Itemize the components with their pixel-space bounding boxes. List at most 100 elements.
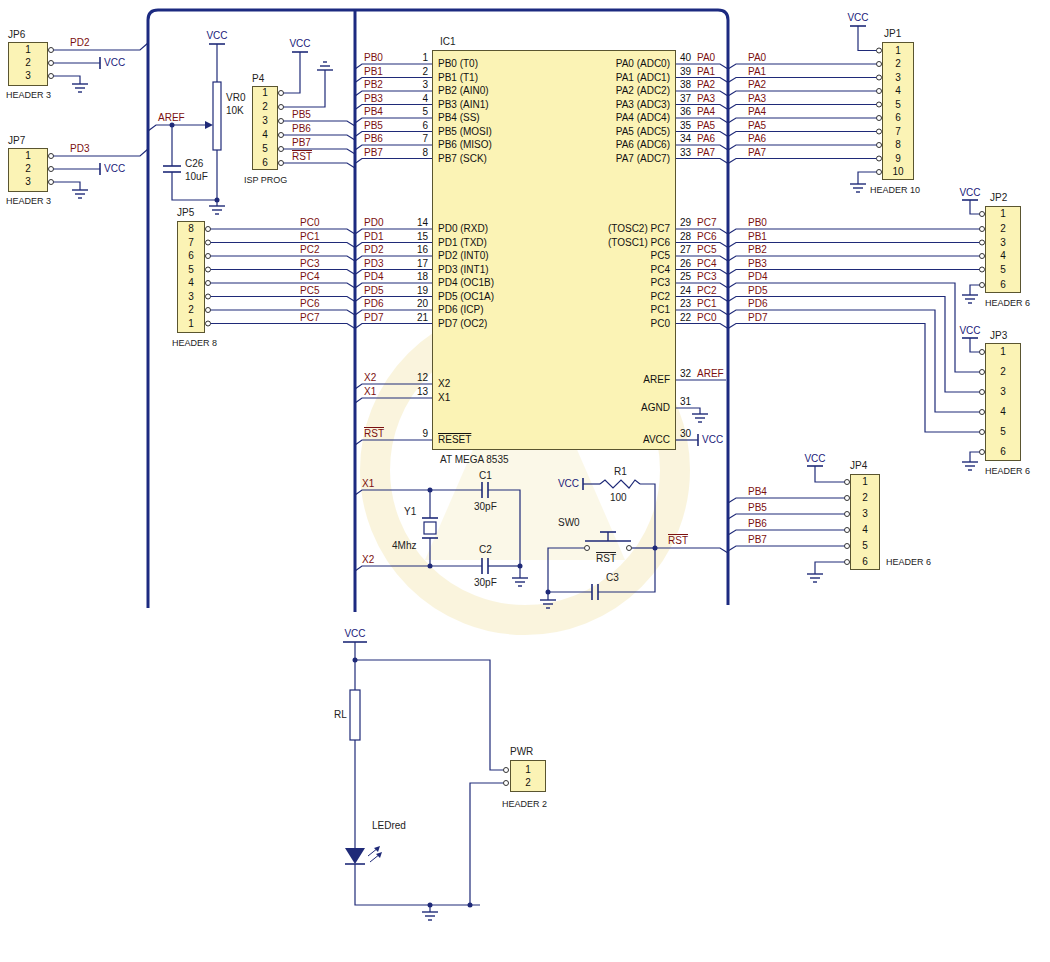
net-label: PA6 <box>748 133 766 145</box>
pin-number: 7 <box>188 237 194 249</box>
net-label: PC5 <box>300 285 319 297</box>
wire <box>728 159 877 164</box>
ground-symbol <box>320 65 330 66</box>
pin-terminal <box>206 240 211 245</box>
part-label: C26 <box>185 158 203 170</box>
pin-header: P4123456ISP PROG <box>252 86 278 170</box>
net-label: PD3 <box>70 143 89 155</box>
net-label: PC2 <box>697 285 716 297</box>
pin-number: 2 <box>422 66 428 78</box>
net-label: PD6 <box>748 298 767 310</box>
power-label: VCC <box>702 434 723 446</box>
pin-terminal <box>877 170 882 175</box>
vcc-symbol <box>99 57 101 69</box>
net-label: PA1 <box>748 66 766 78</box>
bus-line <box>354 10 357 612</box>
vcc-symbol <box>962 199 978 201</box>
ground-symbol <box>965 465 975 466</box>
pin-number: 4 <box>1000 406 1006 418</box>
pin-function: PD4 (OC1B) <box>438 277 494 289</box>
vcc-symbol <box>807 465 823 467</box>
header-name: JP6 <box>8 29 25 41</box>
pin-terminal <box>49 74 54 79</box>
junction-dot <box>215 198 220 203</box>
ground-symbol <box>965 298 975 299</box>
net-label: PB0 <box>364 52 383 64</box>
header-type: HEADER 6 <box>985 297 1030 309</box>
pin-header: JP4123456HEADER 6 <box>850 474 880 570</box>
pin-terminal <box>206 308 211 313</box>
pin-function: PB2 (AIN0) <box>438 85 489 97</box>
header-type: ISP PROG <box>244 174 287 186</box>
net-label: PD2 <box>364 244 383 256</box>
pin-function: PC2 <box>651 291 670 303</box>
pin-terminal <box>980 227 985 232</box>
wire <box>728 297 980 393</box>
pin-terminal <box>206 294 211 299</box>
wire <box>728 498 845 503</box>
net-label: X1 <box>362 478 374 490</box>
net-label: PA4 <box>697 106 715 118</box>
led-light-arrow <box>374 846 380 852</box>
pin-terminal <box>877 129 882 134</box>
ground-symbol <box>698 421 702 422</box>
wire <box>583 483 600 484</box>
wire <box>547 592 548 600</box>
wire <box>211 297 356 302</box>
wire <box>676 379 726 380</box>
net-label: PB2 <box>748 244 767 256</box>
wire <box>429 538 430 566</box>
ground-symbol <box>850 183 866 184</box>
pin-terminal <box>877 102 882 107</box>
pin-number: 18 <box>417 271 428 283</box>
pin-number: 13 <box>417 386 428 398</box>
led-light-arrow <box>376 852 382 858</box>
pin-number: 4 <box>862 524 868 536</box>
pin-number: 14 <box>417 217 428 229</box>
net-label: PB3 <box>748 258 767 270</box>
pin-function: PC4 <box>651 264 670 276</box>
net-label: PA4 <box>748 106 766 118</box>
ground-symbol <box>856 191 860 192</box>
pin-function: PA0 (ADC0) <box>616 58 670 70</box>
part-label: 100 <box>610 492 627 504</box>
junction-dot <box>428 488 433 493</box>
pin-number: 34 <box>680 133 691 145</box>
net-label: PC1 <box>300 231 319 243</box>
pin-function: PA1 (ADC1) <box>616 72 670 84</box>
switch-symbol <box>607 532 608 541</box>
pin-header: PWR12HEADER 2 <box>510 760 546 792</box>
wire <box>172 172 217 200</box>
pin-function: PD2 (INT0) <box>438 250 489 262</box>
power-label: VCC <box>344 628 365 640</box>
wire <box>211 324 356 329</box>
net-label: PC6 <box>300 298 319 310</box>
pin-number: 6 <box>262 157 268 169</box>
net-label: PC7 <box>697 217 716 229</box>
net-label: PA3 <box>748 93 766 105</box>
net-label: PD0 <box>364 217 383 229</box>
pin-number: 36 <box>680 106 691 118</box>
pin-header: JP112345678910HEADER 10 <box>882 42 914 180</box>
pin-number: 30 <box>680 428 691 440</box>
net-label: PD2 <box>70 37 89 49</box>
pin-number: 32 <box>680 368 691 380</box>
pin-terminal <box>279 147 284 152</box>
pin-number: 2 <box>862 492 868 504</box>
wire <box>354 642 355 690</box>
wire <box>54 149 149 156</box>
pin-terminal <box>845 560 850 565</box>
pin-number: 1 <box>25 44 31 56</box>
pin-number: 2 <box>262 101 268 113</box>
pin-number: 2 <box>1000 366 1006 378</box>
pin-header: JP7123HEADER 3 <box>8 148 48 192</box>
net-label: PD4 <box>364 271 383 283</box>
net-label: PC5 <box>697 244 716 256</box>
ground-symbol <box>512 577 528 578</box>
pin-number: 3 <box>895 72 901 84</box>
pin-terminal <box>279 119 284 124</box>
pin-terminal <box>585 546 590 551</box>
ground-symbol <box>968 302 972 303</box>
wire <box>970 200 980 214</box>
wire <box>211 256 356 261</box>
